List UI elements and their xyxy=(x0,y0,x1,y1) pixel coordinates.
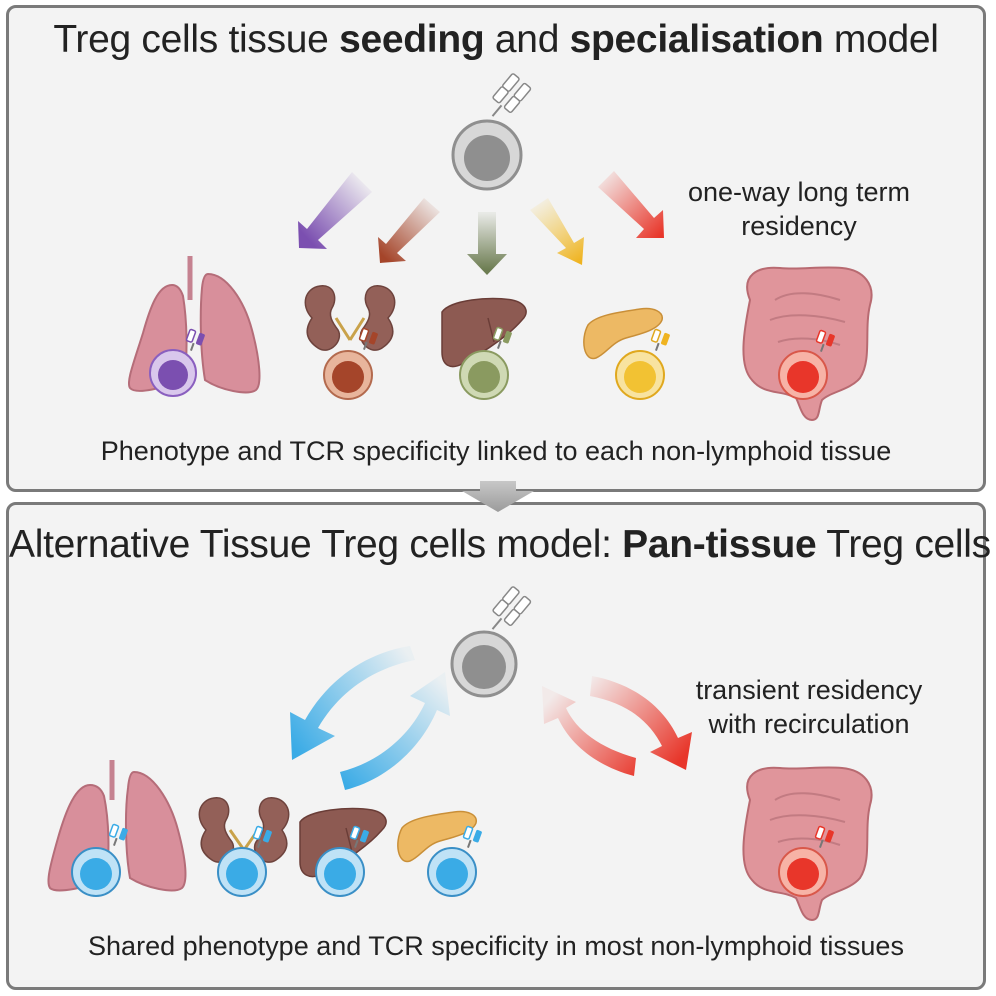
transient-residency-note: transient residency with recirculation xyxy=(695,675,923,739)
one-way-residency-note: one-way long term residency xyxy=(687,177,911,241)
arrow-to-intestine xyxy=(598,171,664,238)
recirculation-arrow-in-left xyxy=(340,672,450,790)
tcr-receptor-icon xyxy=(491,73,532,117)
intestine-icon xyxy=(742,266,873,422)
intestine-icon-bottom xyxy=(742,766,873,922)
pancreas-treg-cell xyxy=(615,328,670,400)
recirculation-arrow-in-right xyxy=(542,686,636,776)
lung-treg-cell xyxy=(149,328,205,397)
lung-pan-tissue-cell xyxy=(71,823,128,897)
bottom-panel-title: Alternative Tissue Treg cells model: Pan… xyxy=(9,523,991,566)
kidney-pan-tissue-cell xyxy=(217,825,272,897)
pan-tissue-panel: Alternative Tissue Treg cells model: Pan… xyxy=(6,502,991,990)
bottom-panel-caption: Shared phenotype and TCR specificity in … xyxy=(88,931,904,961)
recirculation-arrow-out-left xyxy=(290,646,415,760)
arrow-to-lung xyxy=(298,172,372,249)
intestine-treg-cell-bottom xyxy=(778,825,834,897)
pancreas-icon-bottom xyxy=(397,810,477,863)
liver-pan-tissue-cell xyxy=(315,825,369,897)
kidney-icon xyxy=(304,285,396,351)
seeding-specialisation-panel: Treg cells tissue seeding and specialisa… xyxy=(6,5,986,492)
naive-treg-cell-bottom xyxy=(450,586,532,698)
kidney-treg-cell xyxy=(323,327,378,400)
pancreas-pan-tissue-cell xyxy=(427,825,482,897)
pancreas-icon xyxy=(583,307,663,360)
naive-treg-cell-top xyxy=(451,73,532,191)
intestine-treg-cell xyxy=(778,329,835,400)
arrow-to-pancreas xyxy=(530,198,584,265)
arrow-to-kidney xyxy=(378,198,440,263)
recirculation-arrow-out-right xyxy=(590,676,692,770)
connector-arrow xyxy=(462,481,534,512)
top-panel-caption: Phenotype and TCR specificity linked to … xyxy=(100,436,892,466)
liver-treg-cell xyxy=(459,326,512,400)
tcr-receptor-icon-bottom xyxy=(491,586,532,630)
top-panel-title: Treg cells tissue seeding and specialisa… xyxy=(53,18,939,61)
arrow-to-liver xyxy=(467,212,507,275)
kidney-icon-bottom xyxy=(198,797,290,863)
